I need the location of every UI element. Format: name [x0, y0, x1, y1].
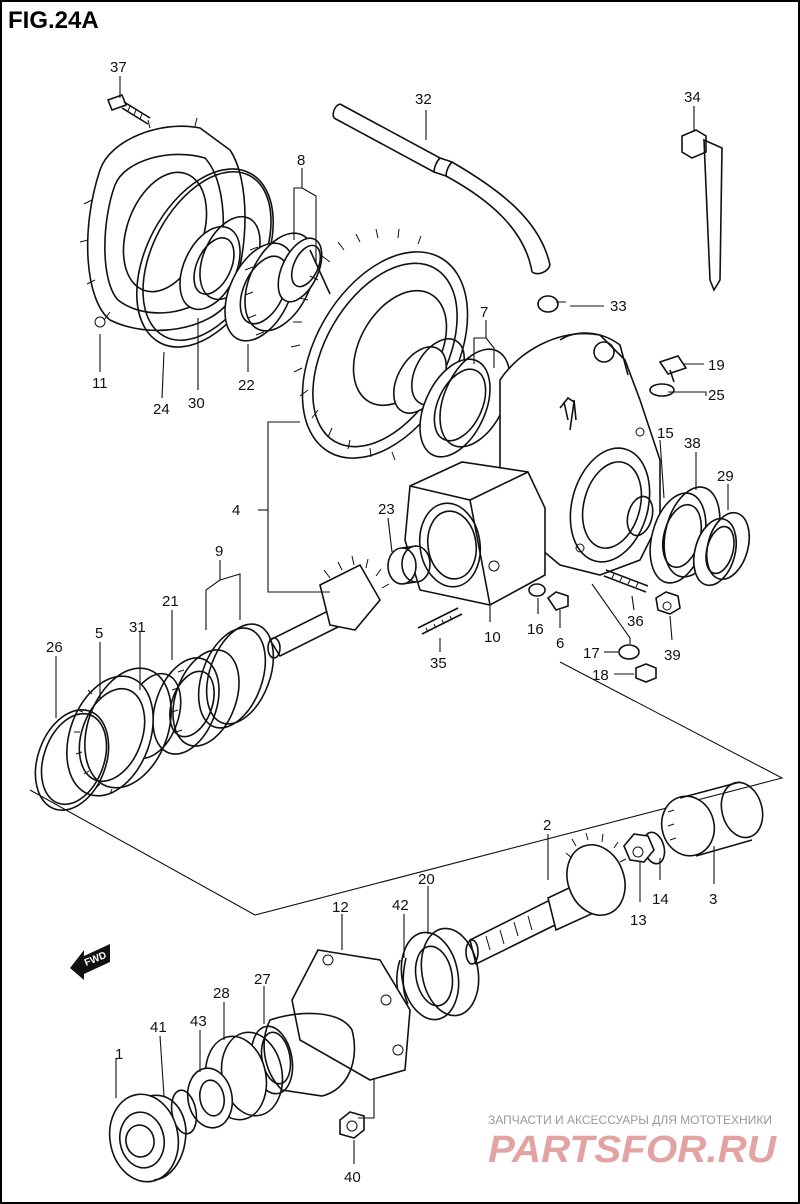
- part-30-bearing: [179, 215, 261, 311]
- callout-26: 26: [46, 639, 63, 656]
- part-4-pinion-gear: [267, 555, 390, 659]
- part-9-shim-set: [197, 623, 275, 729]
- callout-33: 33: [610, 298, 627, 315]
- callout-14: 14: [652, 891, 669, 908]
- callout-8: 8: [297, 152, 305, 169]
- callout-5: 5: [95, 625, 103, 642]
- watermark: ЗАПЧАСТИ И АКСЕССУАРЫ ДЛЯ МОТОТЕХНИКИ PA…: [488, 1113, 778, 1171]
- part-43-ring: [186, 1067, 234, 1129]
- part-23-bearing: [387, 545, 431, 585]
- callout-31: 31: [129, 619, 146, 636]
- part-21-bearing: [152, 649, 240, 755]
- callout-9: 9: [215, 543, 223, 560]
- callout-28: 28: [213, 985, 230, 1002]
- part-12-housing: [263, 949, 411, 1097]
- part-35-stud: [417, 607, 463, 635]
- part-25-washer: [649, 383, 675, 397]
- part-40-nut: [339, 1111, 365, 1139]
- part-15-seal: [626, 495, 654, 537]
- section-divider: [29, 661, 784, 916]
- callout-37: 37: [110, 59, 127, 76]
- callout-24: 24: [153, 401, 170, 418]
- callout-12: 12: [332, 899, 349, 916]
- callout-34: 34: [684, 89, 701, 106]
- part-1-boot: [108, 1093, 187, 1183]
- part-32-breather-hose: [332, 103, 551, 275]
- part-33-clip: [537, 295, 566, 313]
- part-29-seal: [692, 511, 751, 587]
- callout-11: 11: [92, 375, 108, 392]
- callout-18: 18: [592, 667, 609, 684]
- callout-20: 20: [418, 871, 435, 888]
- bracket-4: [267, 421, 330, 593]
- callout-15: 15: [657, 425, 674, 442]
- callout-27: 27: [254, 971, 271, 988]
- part-19-bolt: [658, 355, 688, 383]
- fwd-arrow: FWD: [70, 944, 110, 980]
- callout-39: 39: [664, 647, 681, 664]
- callout-38: 38: [684, 435, 701, 452]
- watermark-logo: PARTSFOR.RU: [488, 1129, 778, 1171]
- part-13-nut: [623, 833, 655, 863]
- callout-2: 2: [543, 817, 551, 834]
- callout-36: 36: [627, 613, 644, 630]
- part-41-circlip: [170, 1089, 198, 1135]
- callout-40: 40: [344, 1169, 361, 1186]
- callout-25: 25: [708, 387, 725, 404]
- callout-16: 16: [527, 621, 544, 638]
- part-5-damper: [66, 667, 172, 797]
- callout-35: 35: [430, 655, 447, 672]
- part-34-breather-pipe: [681, 129, 723, 292]
- callout-32: 32: [415, 91, 432, 108]
- callout-22: 22: [238, 377, 255, 394]
- leader-lines: [55, 76, 729, 1164]
- callout-23: 23: [378, 501, 395, 518]
- callout-19: 19: [708, 357, 725, 374]
- part-18-drain-plug: [635, 663, 657, 683]
- part-36-stud: [603, 569, 649, 593]
- watermark-caption: ЗАПЧАСТИ И АКСЕССУАРЫ ДЛЯ МОТОТЕХНИКИ: [488, 1113, 772, 1127]
- callout-4: 4: [232, 502, 240, 519]
- callout-21: 21: [162, 593, 179, 610]
- part-16-washer: [528, 583, 546, 597]
- part-10-case: [404, 461, 546, 606]
- callout-29: 29: [717, 468, 734, 485]
- callout-labels: 1 2 3 4 5 6 7 8 9 10 11 12 13 14 15 16 1…: [46, 59, 734, 1186]
- callout-30: 30: [188, 395, 205, 412]
- part-3-bearing: [660, 781, 764, 857]
- callout-10: 10: [484, 629, 501, 646]
- part-7-bearing: [419, 348, 511, 458]
- part-39-nut: [655, 591, 681, 615]
- callout-17: 17: [583, 645, 600, 662]
- figure-title: FIG.24A: [8, 7, 99, 34]
- part-2-shaft: [465, 832, 627, 966]
- callout-13: 13: [630, 912, 647, 929]
- part-6-bolt: [546, 591, 569, 611]
- part-26-o-ring: [34, 708, 110, 812]
- callout-3: 3: [709, 891, 717, 908]
- part-17-gasket: [618, 644, 640, 660]
- callout-43: 43: [190, 1013, 207, 1030]
- callout-7: 7: [480, 304, 488, 321]
- callout-42: 42: [392, 897, 409, 914]
- breather-nozzle: [563, 399, 577, 421]
- part-37-bolt: [106, 93, 151, 125]
- part-8-bearing-set: [277, 237, 331, 303]
- part-22-bearing: [224, 232, 316, 342]
- callout-1: 1: [115, 1046, 123, 1063]
- callout-41: 41: [150, 1019, 167, 1036]
- callout-6: 6: [556, 635, 564, 652]
